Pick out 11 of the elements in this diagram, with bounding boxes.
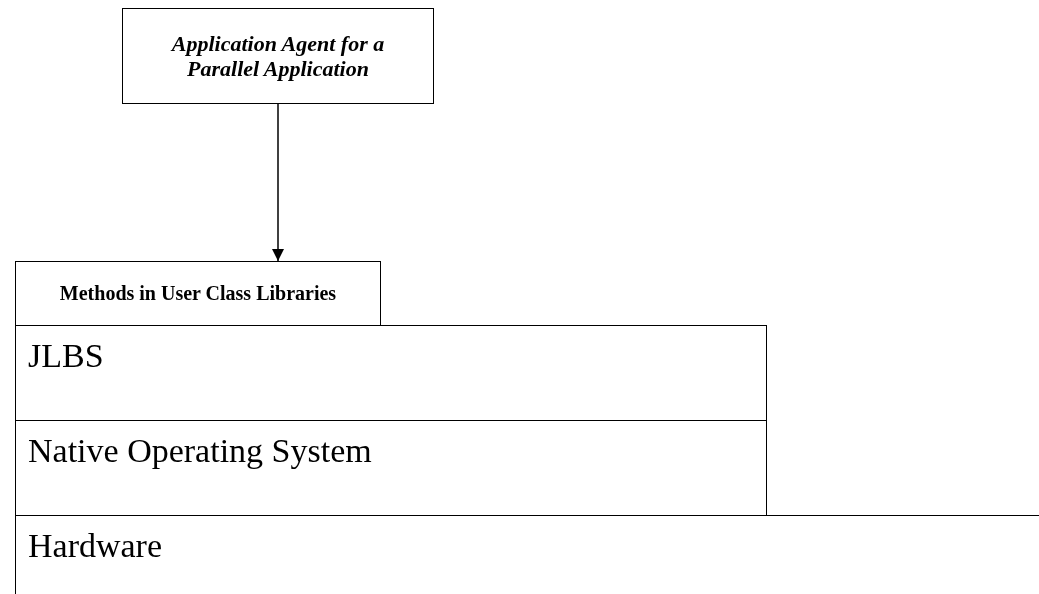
layer-label: JLBS bbox=[28, 336, 104, 376]
layer-box bbox=[15, 420, 767, 516]
layer-box bbox=[15, 261, 381, 326]
layer-box bbox=[15, 515, 1039, 594]
agent-label: Application Agent for a Parallel Application bbox=[169, 30, 386, 82]
layer-label: Hardware bbox=[28, 526, 163, 566]
layer-label: Native Operating System bbox=[28, 431, 372, 471]
layer-box bbox=[15, 325, 767, 421]
agent-box bbox=[122, 8, 434, 104]
arrow bbox=[272, 103, 284, 262]
layer-label: Methods in User Class Libraries bbox=[59, 282, 337, 305]
